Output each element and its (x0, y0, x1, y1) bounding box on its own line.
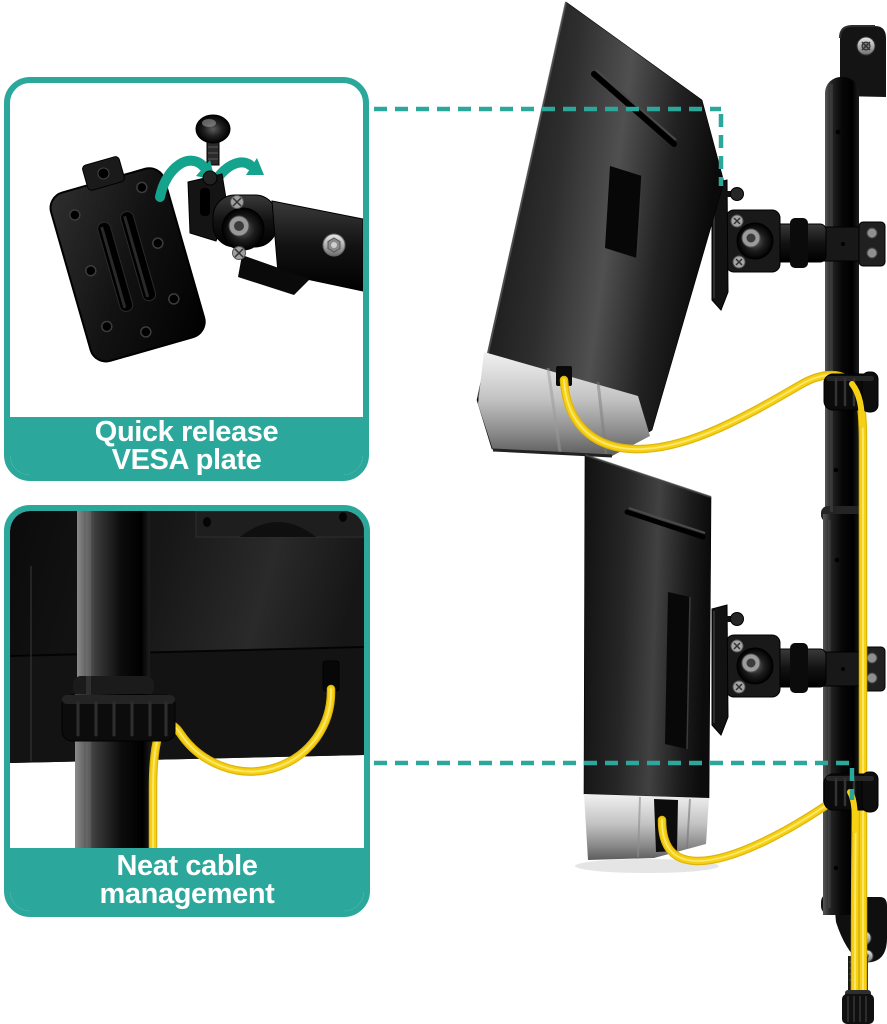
callout-vesa-label-line1: Quick release (94, 416, 279, 448)
yellow-cable (148, 684, 336, 848)
pole-clamp-plate (858, 221, 886, 267)
vesa-plate-photo (49, 114, 363, 363)
mount-pole (821, 77, 863, 915)
back-recess (665, 592, 690, 749)
callout-cable-label: Neat cable management (10, 848, 364, 911)
monitor-arm-top (711, 179, 886, 311)
callout-vesa-label-line2: VESA plate (111, 444, 262, 476)
thumbscrew (195, 114, 231, 166)
release-thumbscrew (730, 187, 744, 201)
callout-vesa-plate: Quick release VESA plate (4, 77, 369, 481)
vesa-plate (49, 156, 206, 363)
top-monitor (476, 1, 725, 458)
pole (73, 511, 154, 848)
monitor-arm-clamp (187, 170, 363, 295)
callout-cable-label-line1: Neat cable (116, 849, 258, 882)
callout-vesa-label: Quick release VESA plate (10, 417, 363, 475)
vesa-plate-edge (711, 179, 729, 311)
cable-clip (61, 694, 176, 742)
back-recess (605, 166, 642, 258)
vent-slot (624, 509, 706, 540)
vesa-mount-plate (195, 511, 364, 538)
callout-cable-label-line2: management (99, 877, 275, 910)
release-thumbscrew (730, 612, 744, 626)
vesa-plate-edge (711, 604, 729, 736)
connector-dashed-line-bottom (374, 760, 855, 800)
pole-top-bracket (839, 25, 886, 97)
bottom-monitor (575, 454, 719, 873)
cable-clip-top (823, 371, 879, 428)
tension-knob (842, 990, 874, 1024)
monitor-arm-bottom (711, 604, 886, 736)
callout-cable-management: Neat cable management (4, 505, 370, 917)
connector-dashed-line-top (374, 106, 724, 186)
cable-management-photo (10, 511, 364, 848)
